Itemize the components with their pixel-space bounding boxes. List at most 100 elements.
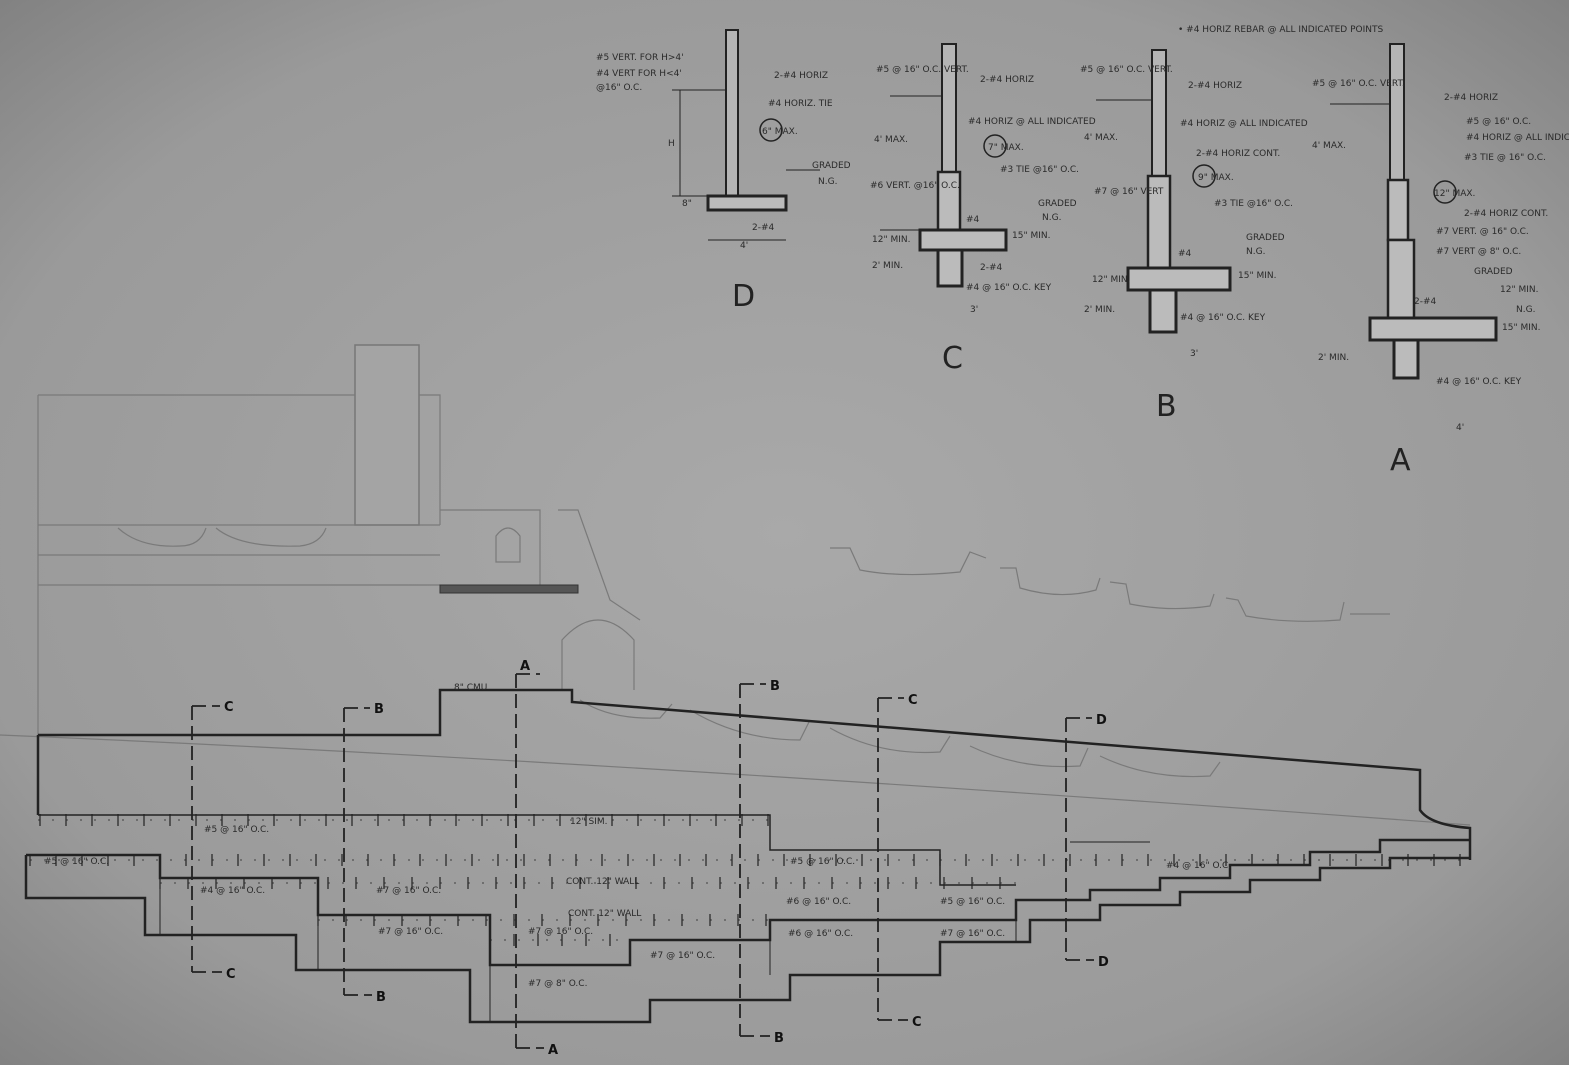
- section-c-note: #5 @ 16" O.C. VERT.: [876, 65, 969, 75]
- section-b-note: 15" MIN.: [1238, 271, 1276, 281]
- rebar-tick-marks: [29, 814, 1461, 946]
- section-a-note: #5 @ 16" O.C.: [1466, 117, 1531, 127]
- section-d: #5 VERT. FOR H>4' #4 VERT FOR H<4' @16" …: [596, 29, 851, 314]
- section-a-note: 2-#4 HORIZ: [1444, 93, 1498, 103]
- section-c-note: 15" MIN.: [1012, 231, 1050, 241]
- section-a-note: GRADED: [1474, 267, 1513, 277]
- section-b-note: 2' MIN.: [1084, 305, 1115, 315]
- rebar-note: #4 @ 16" O.C.: [1166, 861, 1231, 871]
- rebar-note: #7 @ 8" O.C.: [528, 979, 587, 989]
- section-d-note: #4 HORIZ. TIE: [768, 99, 833, 109]
- section-b-note: 12" MIN.: [1092, 275, 1130, 285]
- section-c-note: GRADED: [1038, 199, 1077, 209]
- section-a-note: #4 @ 16" O.C. KEY: [1436, 377, 1522, 387]
- section-a-note: #4 HORIZ @ ALL INDICATED: [1466, 133, 1569, 143]
- section-a-note: #3 TIE @ 16" O.C.: [1464, 153, 1546, 163]
- cut-marker-label: A: [520, 659, 530, 674]
- cut-marker-label: B: [374, 702, 384, 717]
- rebar-note: 8" CMU: [454, 683, 487, 693]
- section-b-note: #7 @ 16" VERT: [1094, 187, 1164, 197]
- cut-marker-label: B: [774, 1031, 784, 1046]
- section-c-note: 4' MAX.: [874, 135, 908, 145]
- section-a-note: 4': [1456, 423, 1464, 433]
- section-b-note: #4 HORIZ @ ALL INDICATED: [1180, 119, 1308, 129]
- rebar-note: #4 @ 16" O.C.: [200, 886, 265, 896]
- section-a-label: A: [1390, 443, 1411, 478]
- rebar-note: #6 @ 16" O.C.: [788, 929, 853, 939]
- section-b-note: #5 @ 16" O.C. VERT.: [1080, 65, 1173, 75]
- cut-marker-label: C: [908, 693, 918, 708]
- rebar-note: CONT. 12" WALL: [566, 877, 639, 887]
- general-note: • #4 HORIZ REBAR @ ALL INDICATED POINTS: [1178, 25, 1383, 35]
- section-d-label: D: [732, 279, 755, 314]
- section-a-note: 12" MAX.: [1434, 189, 1475, 199]
- section-c-label: C: [942, 341, 963, 376]
- section-d-note: 2-#4 HORIZ: [774, 71, 828, 81]
- section-b-note: 4' MAX.: [1084, 133, 1118, 143]
- cut-marker-label: B: [376, 990, 386, 1005]
- section-a-note: N.G.: [1516, 305, 1535, 315]
- section-c: #5 @ 16" O.C. VERT. 2-#4 HORIZ #4 HORIZ …: [870, 43, 1096, 376]
- cut-marker-label: B: [770, 679, 780, 694]
- cut-marker-label: A: [548, 1043, 558, 1058]
- section-a-note: #5 @ 16" O.C. VERT.: [1312, 79, 1405, 89]
- rebar-note: #7 @ 16" O.C.: [376, 886, 441, 896]
- rebar-note: #5 @ 16" O.C.: [204, 825, 269, 835]
- section-b-note: 9" MAX.: [1198, 173, 1234, 183]
- elevation-notes: #5 @ 16" O.C. #4 @ 16" O.C. #7 @ 16" O.C…: [44, 683, 1231, 989]
- section-a-note: 15" MIN.: [1502, 323, 1540, 333]
- rebar-note: #7 @ 16" O.C.: [378, 927, 443, 937]
- rebar-note: #5 @ 16" O.C.: [790, 857, 855, 867]
- cut-marker-label: D: [1096, 713, 1107, 728]
- section-d-note: @16" O.C.: [596, 83, 642, 93]
- cut-marker-label: C: [224, 700, 234, 715]
- section-c-note: N.G.: [1042, 213, 1061, 223]
- section-c-note: 2-#4: [980, 263, 1003, 273]
- section-c-note: #4 @ 16" O.C. KEY: [966, 283, 1052, 293]
- section-c-note: 3': [970, 305, 978, 315]
- rebar-note: #7 @ 16" O.C.: [528, 927, 593, 937]
- section-c-note: 12" MIN.: [872, 235, 910, 245]
- section-b-note: 2-#4 HORIZ CONT.: [1196, 149, 1280, 159]
- section-d-note: 4': [740, 241, 748, 251]
- section-d-note: #5 VERT. FOR H>4': [596, 53, 684, 63]
- section-b-note: N.G.: [1246, 247, 1265, 257]
- section-b-note: #3 TIE @16" O.C.: [1214, 199, 1293, 209]
- section-b-label: B: [1156, 389, 1177, 424]
- section-a: #5 @ 16" O.C. VERT. 2-#4 HORIZ #5 @ 16" …: [1312, 43, 1569, 478]
- section-c-note: #6 VERT. @16" O.C.: [870, 181, 960, 191]
- section-d-note: 2-#4: [752, 223, 775, 233]
- section-c-note: 7" MAX.: [988, 143, 1024, 153]
- section-a-note: #7 VERT @ 8" O.C.: [1436, 247, 1521, 257]
- section-a-note: 12" MIN.: [1500, 285, 1538, 295]
- section-b-note: #4: [1178, 249, 1192, 259]
- section-a-note: #7 VERT. @ 16" O.C.: [1436, 227, 1529, 237]
- rebar-note: CONT. 12" WALL: [568, 909, 641, 919]
- section-a-note: 2' MIN.: [1318, 353, 1349, 363]
- section-d-note: #4 VERT FOR H<4': [596, 69, 682, 79]
- section-d-note: GRADED: [812, 161, 851, 171]
- section-d-note: 8": [682, 199, 692, 209]
- cut-markers: [191, 673, 1094, 1049]
- section-a-note: 4' MAX.: [1312, 141, 1346, 151]
- section-c-note: 2' MIN.: [872, 261, 903, 271]
- section-d-note: H: [668, 139, 675, 149]
- cut-marker-label: C: [912, 1015, 922, 1030]
- section-c-note: #4: [966, 215, 980, 225]
- cut-marker-label: D: [1098, 955, 1109, 970]
- section-c-note: #4 HORIZ @ ALL INDICATED: [968, 117, 1096, 127]
- cut-marker-label: C: [226, 967, 236, 982]
- rebar-note: 12" SIM.: [570, 817, 607, 827]
- building-elevation: [0, 344, 1471, 826]
- section-b-note: GRADED: [1246, 233, 1285, 243]
- rebar-note: #5 @ 16" O.C.: [44, 857, 109, 867]
- rebar-note: #5 @ 16" O.C.: [940, 897, 1005, 907]
- section-a-note: 2-#4 HORIZ CONT.: [1464, 209, 1548, 219]
- section-b-note: #4 @ 16" O.C. KEY: [1180, 313, 1266, 323]
- section-d-note: 6" MAX.: [762, 127, 798, 137]
- section-a-note: 2-#4: [1414, 297, 1437, 307]
- rebar-note: #7 @ 16" O.C.: [940, 929, 1005, 939]
- section-b-note: 3': [1190, 349, 1198, 359]
